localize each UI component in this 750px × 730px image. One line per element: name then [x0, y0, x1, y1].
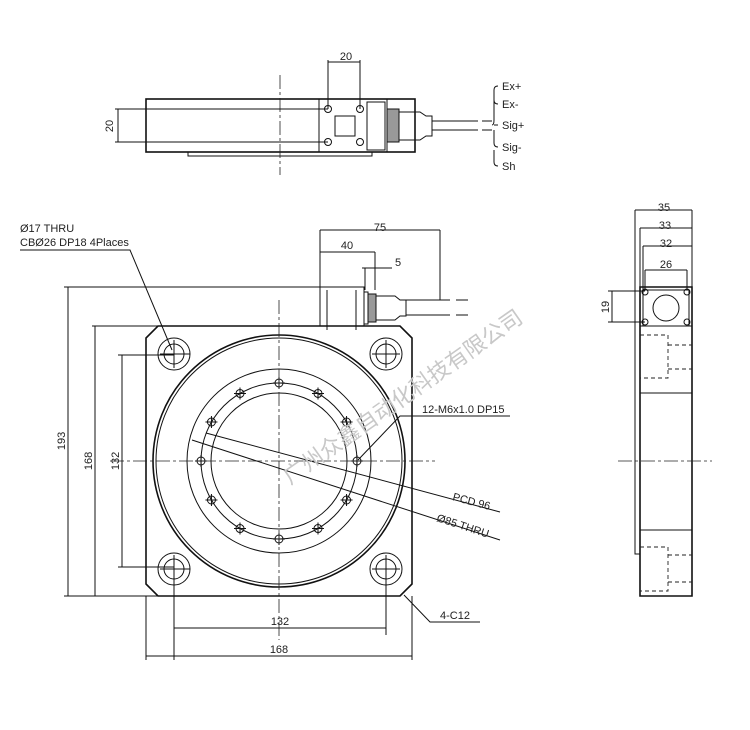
dim-5: 5: [395, 257, 401, 269]
dim-132-horizontal: 132: [271, 616, 289, 628]
pcd-callout: PCD 96: [451, 491, 491, 513]
dim-19: 19: [600, 301, 612, 313]
hole-crosshair: [340, 416, 353, 428]
hole-crosshair: [312, 522, 324, 535]
hole-crosshair: [205, 494, 218, 506]
hole-callout: CBØ26 DP18 4Places: [20, 237, 129, 249]
hole-crosshair: [340, 494, 353, 506]
top-view: 20 20 Ex+ Ex- Sig+ Sig- Sh: [104, 51, 524, 175]
dim-132-vertical: 132: [110, 452, 122, 470]
dim-32: 32: [660, 238, 672, 250]
hole-crosshair: [205, 416, 218, 428]
wire-label: Sh: [502, 161, 515, 173]
dim-35: 35: [658, 202, 670, 214]
bore-callout: Ø85 THRU: [435, 512, 490, 540]
dim-168-horizontal: 168: [270, 644, 288, 656]
wire-label: Sig+: [502, 120, 524, 132]
dim-75: 75: [374, 222, 386, 234]
wire-label: Ex+: [502, 81, 521, 93]
dim-26: 26: [660, 259, 672, 271]
hole-crosshair: [312, 387, 324, 400]
hole-crosshair: [234, 387, 246, 400]
dim-40: 40: [341, 240, 353, 252]
wire-label: Ex-: [502, 99, 519, 111]
side-view: 35 33 32 26 19: [600, 202, 712, 597]
dim-168-vertical: 168: [83, 452, 95, 470]
hole-callout: Ø17 THRU: [20, 223, 74, 235]
hole-crosshair: [234, 522, 246, 535]
wire-label: Sig-: [502, 142, 522, 154]
dim-pitch: 20: [340, 51, 352, 63]
dim-height: 20: [104, 120, 116, 132]
front-view: 75 40 5 193 168 132 132 168 Ø17 THRU CBØ…: [20, 222, 527, 660]
dim-33: 33: [659, 220, 671, 232]
dim-193: 193: [56, 432, 68, 450]
thread-callout: 12-M6x1.0 DP15: [422, 404, 505, 416]
chamfer-callout: 4-C12: [440, 610, 470, 622]
